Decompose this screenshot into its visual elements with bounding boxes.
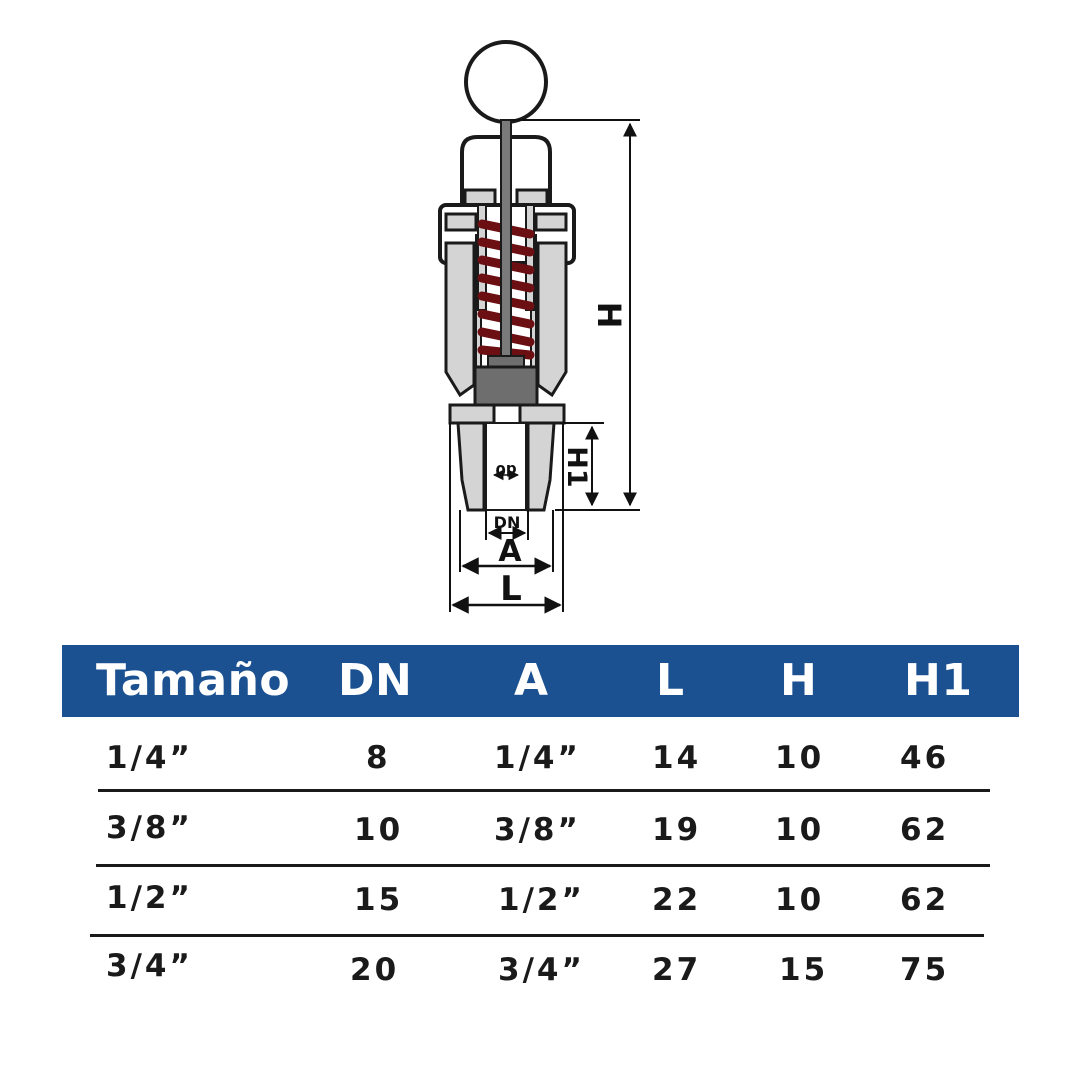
cell-h: 10 — [775, 740, 825, 776]
cell-a: 3/8” — [494, 812, 581, 848]
inlet-left — [456, 421, 486, 512]
h-dimension-label: H — [590, 302, 628, 329]
nut-flange-right — [534, 212, 568, 232]
valve-disc — [473, 365, 539, 407]
inlet-right — [526, 421, 556, 512]
cell-a: 1/4” — [494, 740, 581, 776]
h1-dimension-label: H1 — [561, 446, 592, 487]
cell-h1: 62 — [900, 882, 950, 918]
cell-h1: 46 — [900, 740, 950, 776]
header-dn: DN — [338, 655, 413, 706]
cell-tamano: 3/8” — [106, 810, 193, 846]
cell-dn: 20 — [350, 952, 400, 988]
row-divider — [98, 789, 990, 792]
body-wall-right — [536, 241, 568, 398]
row-divider — [96, 864, 990, 867]
header-h1: H1 — [904, 655, 973, 706]
spring-guide-right — [525, 204, 535, 311]
cell-h: 10 — [775, 882, 825, 918]
cell-h1: 75 — [900, 952, 950, 988]
cell-a: 1/2” — [498, 882, 585, 918]
cell-l: 22 — [652, 882, 702, 918]
cell-h: 10 — [775, 812, 825, 848]
cell-l: 19 — [652, 812, 702, 848]
dn-dimension-label: DN — [494, 513, 521, 532]
cell-tamano: 1/4” — [106, 740, 193, 776]
header-tamano: Tamaño — [96, 655, 291, 706]
valve-cross-section-diagram: H H1 d0 DN A L — [438, 40, 640, 614]
table-header: Tamaño DN A L H H1 — [62, 645, 1019, 717]
valve-stem — [500, 119, 512, 361]
cell-l: 14 — [652, 740, 702, 776]
cell-tamano: 3/4” — [106, 948, 193, 984]
cell-dn: 10 — [354, 812, 404, 848]
row-divider — [90, 934, 984, 937]
cell-h1: 62 — [900, 812, 950, 848]
header-l: L — [656, 655, 685, 706]
cell-a: 3/4” — [498, 952, 585, 988]
pull-ring — [464, 40, 548, 124]
cell-dn: 8 — [366, 740, 391, 776]
cell-h: 15 — [779, 952, 829, 988]
l-dimension-label: L — [500, 569, 522, 609]
header-h: H — [780, 655, 818, 706]
a-dimension-label: A — [498, 534, 522, 569]
cell-l: 27 — [652, 952, 702, 988]
cell-tamano: 1/2” — [106, 880, 193, 916]
d0-dimension-label: d0 — [495, 461, 516, 479]
header-a: A — [514, 655, 549, 706]
nut-flange-left — [444, 212, 478, 232]
body-wall-left — [444, 241, 476, 398]
seat-plate-right — [518, 403, 566, 425]
inlet-bore — [485, 422, 527, 511]
seat-plate-left — [448, 403, 496, 425]
cell-dn: 15 — [354, 882, 404, 918]
